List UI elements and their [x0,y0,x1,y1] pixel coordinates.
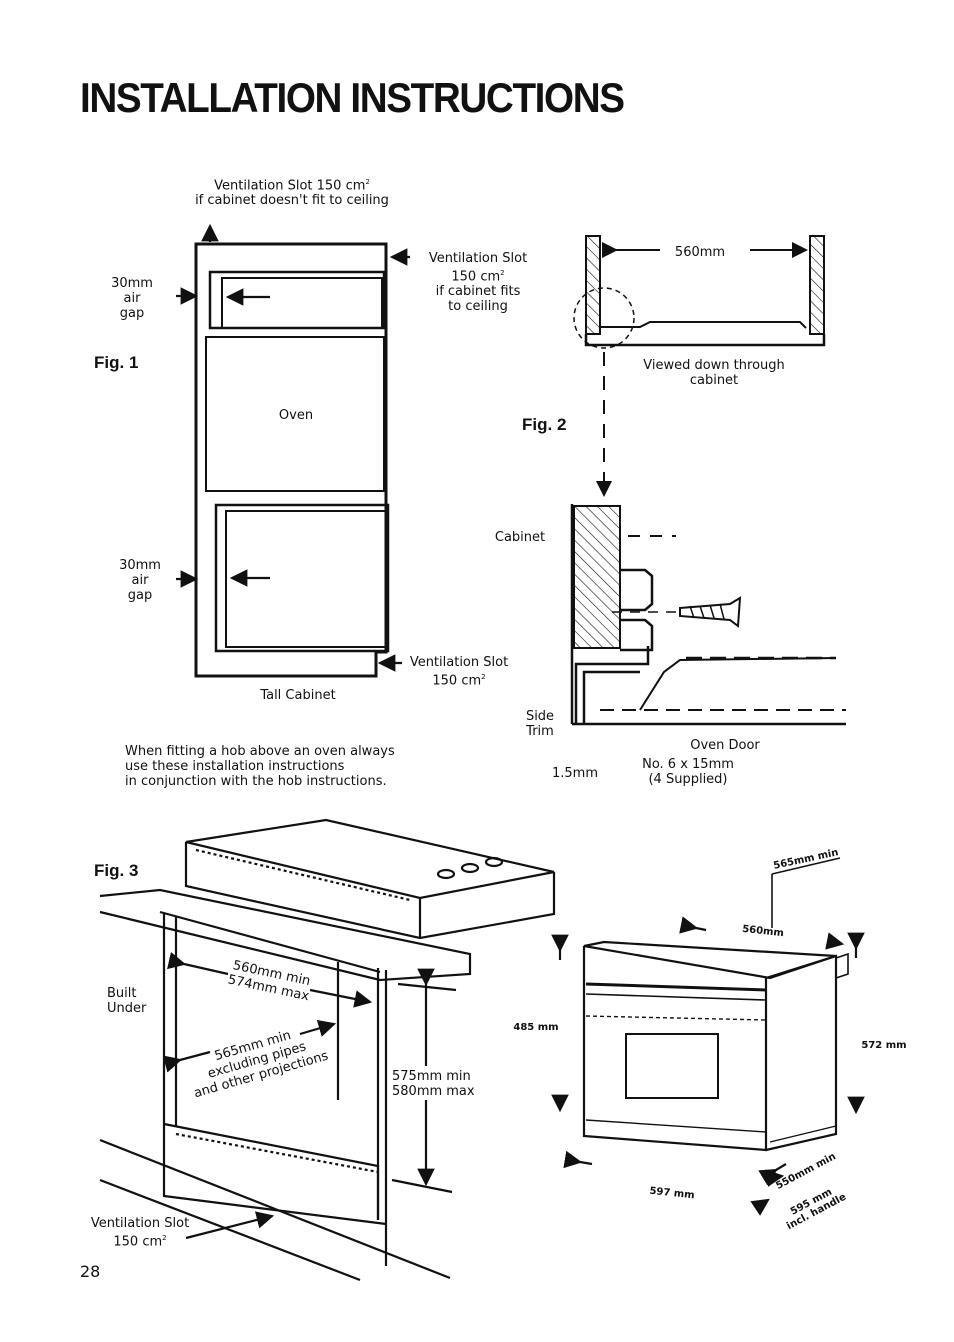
page-number: 28 [80,1262,101,1281]
fig2-top-view [573,235,826,497]
oven-dimension-drawing [551,857,865,1216]
fig2-detail [570,504,846,726]
fig3-built-under [99,818,556,1282]
oven-dim-572: 572 mm [861,1040,907,1051]
fig2-oven-door-label: Oven Door [690,738,760,753]
fig1-vent-top-label: Ventilation Slot 150 cm2 if cabinet does… [195,178,389,209]
fig2-screws-label: No. 6 x 15mm(4 Supplied) [642,757,734,787]
fig2-width-label: 560mm [674,245,726,260]
fig1-oven-label: Oven [278,408,314,423]
fig1-vent-right-label: Ventilation Slot 150 cm2 if cabinet fits… [428,251,528,315]
fig1-arrows [176,223,410,672]
fig2-cabinet-label: Cabinet [494,530,546,545]
fig3-label: Fig. 3 [94,861,139,880]
fig1-tall-cabinet [194,242,390,678]
oven-dim-485: 485 mm [513,1022,559,1033]
fig1-vent-bottom-label: Ventilation Slot 150 cm2 [409,655,509,689]
fig2-label: Fig. 2 [522,415,567,434]
fig2-thickness-label: 1.5mm [551,766,598,781]
page-title: INSTALLATION INSTRUCTIONS [80,74,625,121]
fig3-vent-label: Ventilation Slot 150 cm2 [90,1216,190,1250]
fig1-tall-cabinet-label: Tall Cabinet [260,688,336,703]
fig1-label: Fig. 1 [94,353,139,372]
